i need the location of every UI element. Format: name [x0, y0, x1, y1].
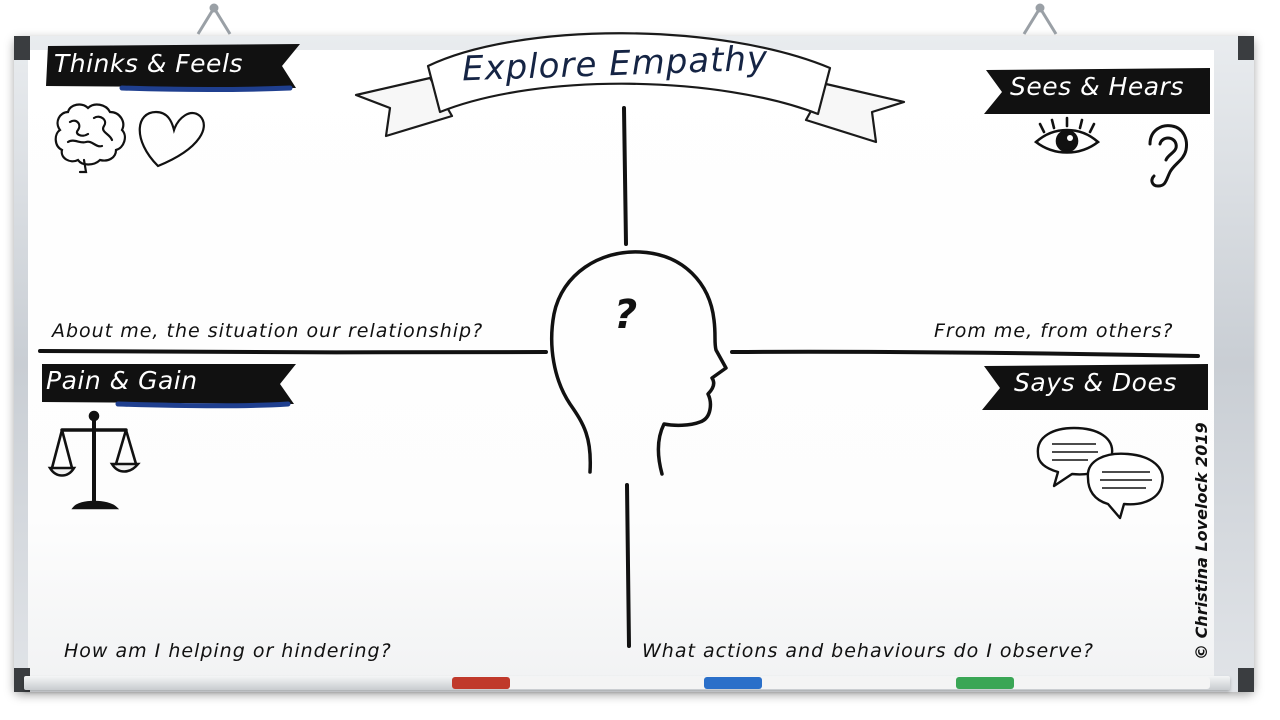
label-sees-hears: Sees & Hears	[1010, 72, 1184, 101]
marker-blue[interactable]	[696, 677, 954, 689]
label-says-does: Says & Does	[1014, 368, 1177, 397]
line-bottom-vertical	[627, 485, 629, 646]
underline-thinks-feels	[122, 88, 290, 90]
line-right-horizontal	[732, 352, 1198, 356]
underline-pain-gain	[118, 404, 288, 406]
marker-green[interactable]	[948, 677, 1210, 689]
head-icon	[552, 252, 726, 474]
line-top-vertical	[624, 108, 626, 244]
marker-red[interactable]	[452, 677, 702, 689]
prompt-thinks-feels: About me, the situation our relationship…	[52, 320, 483, 342]
marker-green-cap	[956, 677, 1014, 689]
hanger-left	[198, 5, 230, 34]
marker-red-cap	[452, 677, 510, 689]
marker-blue-cap	[704, 677, 762, 689]
prompt-pain-gain: How am I helping or hindering?	[64, 640, 392, 662]
ear-icon	[1150, 126, 1186, 186]
line-left-horizontal	[40, 351, 546, 352]
speech-bubbles-icon	[1038, 428, 1163, 518]
heart-icon	[140, 112, 204, 166]
label-thinks-feels: Thinks & Feels	[54, 49, 243, 78]
eye-icon	[1036, 118, 1098, 153]
scales-icon	[50, 412, 138, 508]
hanger-right	[1024, 5, 1056, 34]
question-mark: ?	[614, 292, 637, 338]
brain-icon	[56, 105, 125, 172]
prompt-says-does: What actions and behaviours do I observe…	[642, 640, 1094, 662]
copyright-text: © Christina Lovelock 2019	[1192, 420, 1212, 660]
label-pain-gain: Pain & Gain	[46, 366, 198, 395]
prompt-sees-hears: From me, from others?	[934, 320, 1173, 342]
